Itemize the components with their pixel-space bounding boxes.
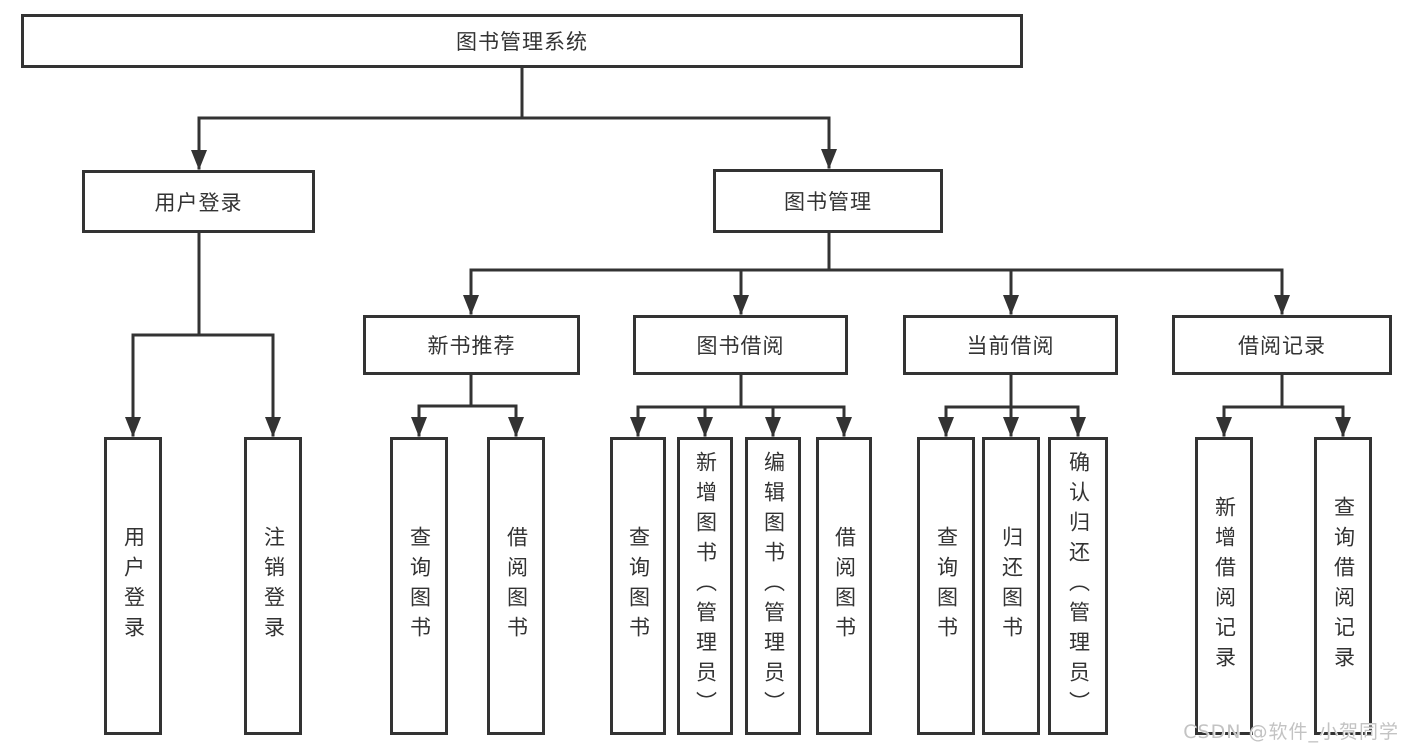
connector-new-book-recommend-to-leaves: [411, 373, 524, 437]
leaf-add-borrow-record-label: 新增借阅记录: [1212, 496, 1237, 676]
leaf-edit-book-admin-label: 编辑图书（管理员）: [761, 451, 786, 721]
node-user-login: 用户登录: [82, 170, 315, 233]
leaf-query-books-3: 查询图书: [917, 437, 975, 735]
leaf-query-books-2-label: 查询图书: [626, 526, 651, 646]
connector-current-borrow-to-leaves: [938, 373, 1086, 437]
connector-book-borrow-to-leaves: [630, 373, 852, 437]
node-library-system: 图书管理系统: [21, 14, 1023, 68]
leaf-query-books-1-label: 查询图书: [407, 526, 432, 646]
leaf-query-borrow-record-label: 查询借阅记录: [1331, 496, 1356, 676]
leaf-user-login-label: 用户登录: [121, 526, 146, 646]
connector-root-to-level2: [191, 66, 837, 170]
watermark: CSDN @软件_小贺同学: [1183, 721, 1399, 743]
node-library-system-label: 图书管理系统: [456, 30, 588, 54]
connector-user-login-to-leaves: [125, 231, 281, 437]
node-user-login-label: 用户登录: [154, 190, 243, 215]
node-borrow-records: 借阅记录: [1172, 315, 1392, 375]
leaf-borrow-book-2-label: 借阅图书: [832, 526, 857, 646]
node-current-borrow-label: 当前借阅: [966, 334, 1055, 358]
leaf-query-books-2: 查询图书: [610, 437, 666, 735]
leaf-query-borrow-record: 查询借阅记录: [1314, 437, 1372, 735]
leaf-query-books-1: 查询图书: [390, 437, 448, 735]
connector-borrow-records-to-leaves: [1216, 373, 1351, 437]
leaf-return-book: 归还图书: [982, 437, 1040, 735]
leaf-user-login: 用户登录: [104, 437, 162, 735]
leaf-add-book-admin: 新增图书（管理员）: [677, 437, 733, 735]
leaf-edit-book-admin: 编辑图书（管理员）: [745, 437, 801, 735]
connector-book-mgmt-to-level3: [463, 231, 1290, 315]
node-book-management-label: 图书管理: [784, 190, 872, 214]
node-book-borrow-label: 图书借阅: [696, 334, 785, 358]
leaf-return-book-label: 归还图书: [999, 526, 1024, 646]
node-borrow-records-label: 借阅记录: [1238, 334, 1326, 358]
leaf-confirm-return-admin-label: 确认归还（管理员）: [1066, 451, 1091, 721]
leaf-logout: 注销登录: [244, 437, 302, 735]
node-book-management: 图书管理: [713, 169, 943, 233]
node-current-borrow: 当前借阅: [903, 315, 1118, 375]
leaf-confirm-return-admin: 确认归还（管理员）: [1048, 437, 1108, 735]
leaf-add-borrow-record: 新增借阅记录: [1195, 437, 1253, 735]
node-book-borrow: 图书借阅: [633, 315, 848, 375]
leaf-borrow-book-1-label: 借阅图书: [504, 526, 529, 646]
leaf-borrow-book-2: 借阅图书: [816, 437, 872, 735]
leaf-add-book-admin-label: 新增图书（管理员）: [693, 451, 718, 721]
node-new-book-recommend: 新书推荐: [363, 315, 580, 375]
leaf-logout-label: 注销登录: [261, 526, 286, 646]
node-new-book-recommend-label: 新书推荐: [427, 334, 516, 358]
leaf-query-books-3-label: 查询图书: [934, 526, 959, 646]
leaf-borrow-book-1: 借阅图书: [487, 437, 545, 735]
